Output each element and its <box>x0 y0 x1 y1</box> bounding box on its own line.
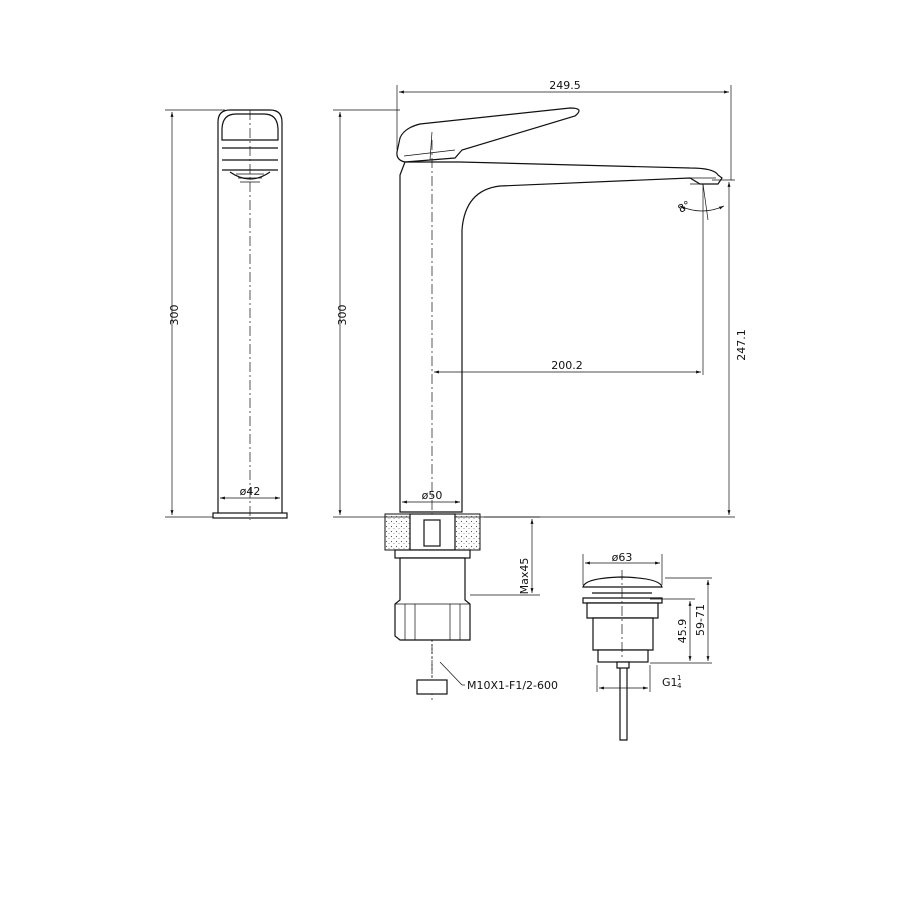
spout-angle-label: 8° <box>676 198 693 216</box>
faucet-body <box>399 161 723 513</box>
handle-lever <box>396 107 580 163</box>
front-view <box>333 85 735 700</box>
thread-num: 1 <box>677 674 681 682</box>
total-length-label: 249.5 <box>549 79 581 92</box>
waste-thread-label: G1 1 4 <box>662 674 682 690</box>
front-height-label: 300 <box>336 305 349 326</box>
waste-height-label: 45.9 <box>676 619 689 644</box>
side-view <box>165 109 288 520</box>
spout-height-label: 247.1 <box>735 329 748 361</box>
thread-main: G1 <box>662 676 678 689</box>
waste-diameter-label: ø63 <box>612 551 633 564</box>
waste-range-label: 59-71 <box>694 604 707 636</box>
side-diameter-label: ø42 <box>240 485 261 498</box>
spout-reach-label: 200.2 <box>551 359 583 372</box>
side-height-label: 300 <box>168 305 181 326</box>
base-diameter-label: ø50 <box>422 489 443 502</box>
waste-view <box>582 554 712 741</box>
max-deck-label: Max45 <box>518 558 531 595</box>
thread-den: 4 <box>677 682 682 690</box>
hose-spec-label: M10X1-F1/2-600 <box>467 679 558 692</box>
